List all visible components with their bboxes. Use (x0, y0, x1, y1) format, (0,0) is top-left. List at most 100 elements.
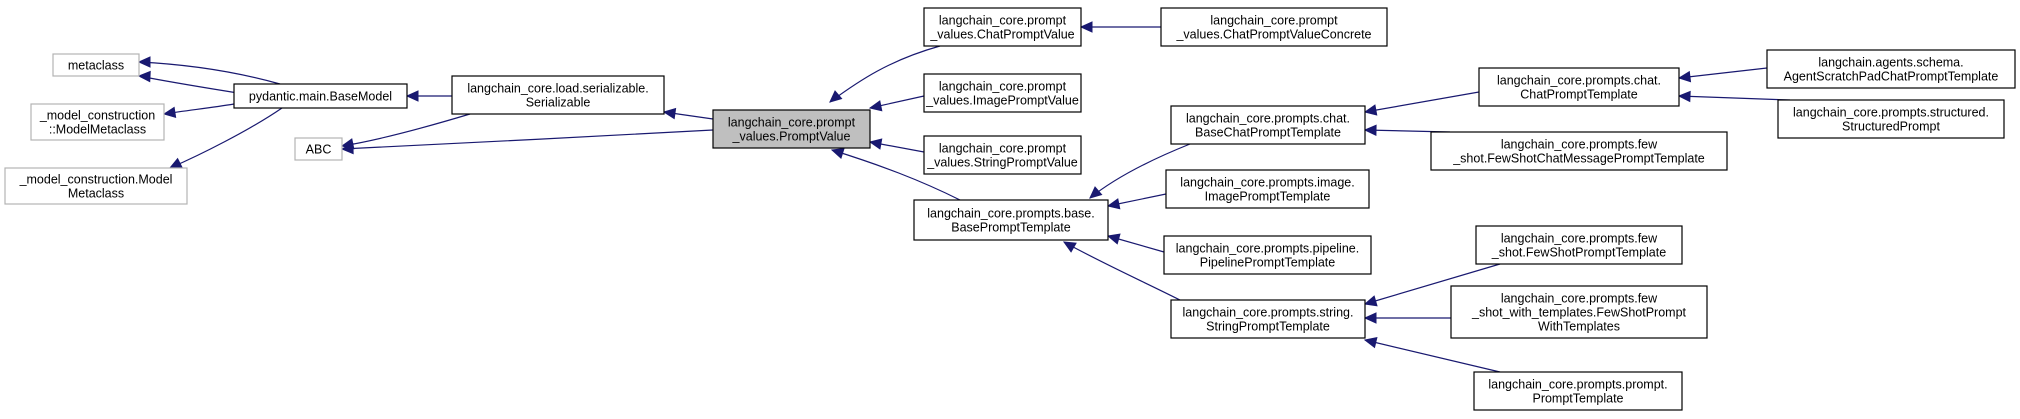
class-node-model-construction-model-metaclass[interactable]: _model_construction.ModelMetaclass (4, 167, 188, 205)
node-label-line: BasePromptTemplate (951, 221, 1071, 235)
node-label-line: langchain_core.prompt (939, 14, 1067, 28)
arrowhead (1363, 312, 1377, 324)
arrowhead (829, 90, 843, 103)
class-node-chat-prompt-value-concrete[interactable]: langchain_core.prompt_values.ChatPromptV… (1160, 7, 1388, 47)
edge-structured_prompt-to-chat_prompt_template (1677, 90, 1791, 103)
edge-serializable-to-pydantic_base_model (405, 90, 452, 102)
node-label-line: langchain_core.prompts.chat. (1497, 74, 1661, 88)
node-label-line: langchain_core.prompt (1210, 14, 1338, 28)
node-box (712, 109, 871, 149)
node-label-line: metaclass (68, 59, 124, 73)
arrowhead (1363, 295, 1378, 307)
node-label-line: pydantic.main.BaseModel (249, 90, 392, 104)
node-label-line: BaseChatPromptTemplate (1195, 126, 1341, 140)
node-box (1163, 235, 1372, 275)
edge-line (1678, 95, 1791, 101)
arrowhead (1106, 233, 1121, 245)
class-node-pipeline-prompt-template[interactable]: langchain_core.prompts.pipeline.Pipeline… (1163, 235, 1372, 275)
class-node-base-prompt-template[interactable]: langchain_core.prompts.base.BasePromptTe… (913, 199, 1109, 241)
node-label-line: ::ModelMetaclass (49, 123, 146, 137)
edge-line (1063, 241, 1181, 301)
class-node-image-prompt-value[interactable]: langchain_core.prompt_values.ImagePrompt… (923, 73, 1082, 113)
class-node-few-shot-prompt-template[interactable]: langchain_core.prompts.few_shot.FewShotP… (1475, 225, 1683, 265)
node-box (923, 135, 1082, 175)
class-node-string-prompt-template[interactable]: langchain_core.prompts.string.StringProm… (1170, 299, 1366, 339)
arrowhead (868, 100, 883, 112)
edge-prompt_value-to-abc (340, 129, 714, 155)
class-node-image-prompt-template[interactable]: langchain_core.prompts.image.ImagePrompt… (1165, 169, 1370, 209)
node-label-line: langchain_core.prompts.chat. (1186, 112, 1350, 126)
class-node-chat-prompt-template[interactable]: langchain_core.prompts.chat.ChatPromptTe… (1478, 67, 1680, 107)
class-node-pydantic-base-model[interactable]: pydantic.main.BaseModel (233, 83, 408, 109)
edge-line (169, 107, 283, 169)
node-box (30, 103, 165, 141)
class-node-model-construction-model-metaclass-ns[interactable]: _model_construction::ModelMetaclass (30, 103, 165, 141)
edge-few_shot_prompt_template-to-string_prompt_template (1363, 263, 1501, 307)
node-box (233, 83, 408, 109)
edge-agent_scratch_pad_chat_prompt_template-to-chat_prompt_template (1677, 67, 1768, 83)
node-box (1473, 371, 1683, 411)
node-label-line: _values.ChatPromptValueConcrete (1175, 28, 1371, 42)
node-label-line: Serializable (526, 96, 591, 110)
edge-base_prompt_template-to-prompt_value (830, 147, 961, 201)
edge-chat_prompt_value-to-prompt_value (829, 45, 941, 103)
node-label-line: StructuredPrompt (1842, 120, 1940, 134)
edge-image_prompt_value-to-prompt_value (868, 95, 925, 112)
node-label-line: langchain_core.prompts.few (1501, 292, 1658, 306)
edge-chat_prompt_template-to-base_chat_prompt_template (1363, 91, 1480, 116)
arrowhead (1089, 186, 1103, 199)
node-box (1450, 285, 1708, 339)
node-label-line: _model_construction (39, 109, 155, 123)
node-box (294, 137, 343, 161)
arrowhead (405, 90, 419, 102)
node-label-line: langchain_core.load.serializable. (467, 82, 648, 96)
edge-line (1364, 263, 1501, 305)
edge-string_prompt_template-to-base_prompt_template (1062, 241, 1181, 301)
node-label-line: _model_construction.Model (19, 173, 173, 187)
class-node-metaclass[interactable]: metaclass (52, 53, 140, 77)
edge-base_chat_prompt_template-to-base_prompt_template (1089, 143, 1191, 199)
class-node-few-shot-chat-message-prompt-template[interactable]: langchain_core.prompts.few_shot.FewShotC… (1430, 131, 1728, 171)
edge-prompt_value-to-serializable (662, 107, 714, 120)
arrowhead (1106, 198, 1121, 210)
node-box (451, 75, 665, 115)
class-node-few-shot-prompt-with-templates[interactable]: langchain_core.prompts.few_shot_with_tem… (1450, 285, 1708, 339)
arrowhead (1363, 124, 1377, 137)
node-box (923, 7, 1082, 47)
edge-line (831, 149, 961, 201)
class-node-prompt-value[interactable]: langchain_core.prompt_values.PromptValue (712, 109, 871, 149)
node-box (923, 73, 1082, 113)
node-label-line: _values.ImagePromptValue (925, 94, 1079, 108)
node-label-line: PromptTemplate (1532, 392, 1623, 406)
node-box (52, 53, 140, 77)
node-label-line: langchain_core.prompts.image. (1180, 176, 1354, 190)
class-node-chat-prompt-value[interactable]: langchain_core.prompt_values.ChatPromptV… (923, 7, 1082, 47)
node-label-line: langchain_core.prompts.few (1501, 138, 1658, 152)
arrowhead (662, 107, 677, 120)
node-label-line: langchain_core.prompts.few (1501, 232, 1658, 246)
node-label-line: _shot.FewShotChatMessagePromptTemplate (1452, 152, 1705, 166)
node-label-line: langchain.agents.schema. (1818, 56, 1963, 70)
class-node-serializable[interactable]: langchain_core.load.serializable.Seriali… (451, 75, 665, 115)
class-node-structured-prompt[interactable]: langchain_core.prompts.structured.Struct… (1777, 99, 2005, 139)
arrowhead (137, 70, 151, 83)
node-label-line: langchain_core.prompts.string. (1183, 306, 1354, 320)
node-label-line: langchain_core.prompt (939, 80, 1067, 94)
node-label-line: StringPromptTemplate (1206, 320, 1330, 334)
edges-layer (137, 21, 1791, 373)
class-node-string-prompt-value[interactable]: langchain_core.prompt_values.StringPromp… (923, 135, 1082, 175)
class-node-base-chat-prompt-template[interactable]: langchain_core.prompts.chat.BaseChatProm… (1170, 105, 1366, 145)
node-label-line: _shot_with_templates.FewShotPrompt (1471, 306, 1687, 320)
edge-line (341, 129, 714, 150)
arrowhead (1062, 241, 1077, 253)
node-box (1170, 105, 1366, 145)
class-node-abc[interactable]: ABC (294, 137, 343, 161)
node-label-line: langchain_core.prompt (728, 116, 856, 130)
nodes-layer: metaclass_model_construction::ModelMetac… (4, 7, 2016, 411)
edge-line (1678, 67, 1768, 79)
class-node-prompt-template[interactable]: langchain_core.prompts.prompt.PromptTemp… (1473, 371, 1683, 411)
arrowhead (1363, 337, 1378, 349)
class-node-agent-scratch-pad-chat-prompt-template[interactable]: langchain.agents.schema.AgentScratchPadC… (1766, 49, 2016, 89)
arrowhead (137, 56, 151, 68)
